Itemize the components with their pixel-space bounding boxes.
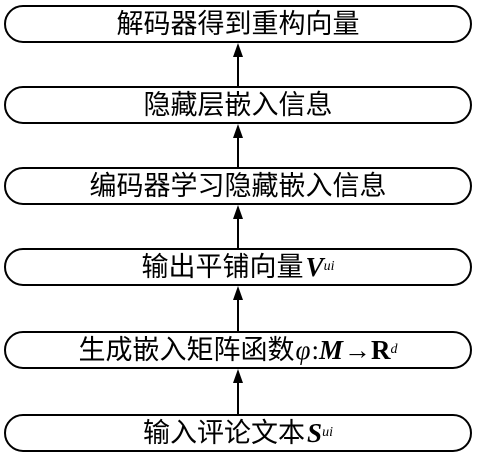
arrow-up-4	[233, 286, 243, 331]
step-hidden-embedding-label: 隐藏层嵌入信息	[143, 89, 333, 121]
step-embedding-matrix-label: 生成嵌入矩阵函数	[78, 334, 295, 366]
text-s-symbol: S	[307, 417, 323, 448]
matrix-m-symbol: M	[318, 334, 343, 365]
step-output-flatten-label: 输出平铺向量	[141, 251, 304, 283]
step-encoder-learn-label: 编码器学习隐藏嵌入信息	[89, 170, 387, 202]
vector-v-symbol: V	[305, 251, 324, 282]
arrow-up-5	[233, 369, 243, 414]
phi-symbol: φ	[295, 334, 311, 365]
arrow-up-2	[233, 124, 243, 167]
arrow-up-1	[233, 43, 243, 86]
arrow-symbol: →	[343, 334, 371, 365]
step-input-text-label: 输入评论文本	[143, 417, 306, 449]
step-decoder-reconstruct: 解码器得到重构向量	[4, 5, 472, 43]
step-encoder-learn: 编码器学习隐藏嵌入信息	[4, 167, 472, 205]
reals-r-symbol: R	[370, 334, 391, 365]
colon-symbol: :	[311, 334, 319, 365]
step-hidden-embedding: 隐藏层嵌入信息	[4, 86, 472, 124]
step-decoder-reconstruct-label: 解码器得到重构向量	[116, 8, 360, 40]
arrow-up-3	[233, 205, 243, 248]
